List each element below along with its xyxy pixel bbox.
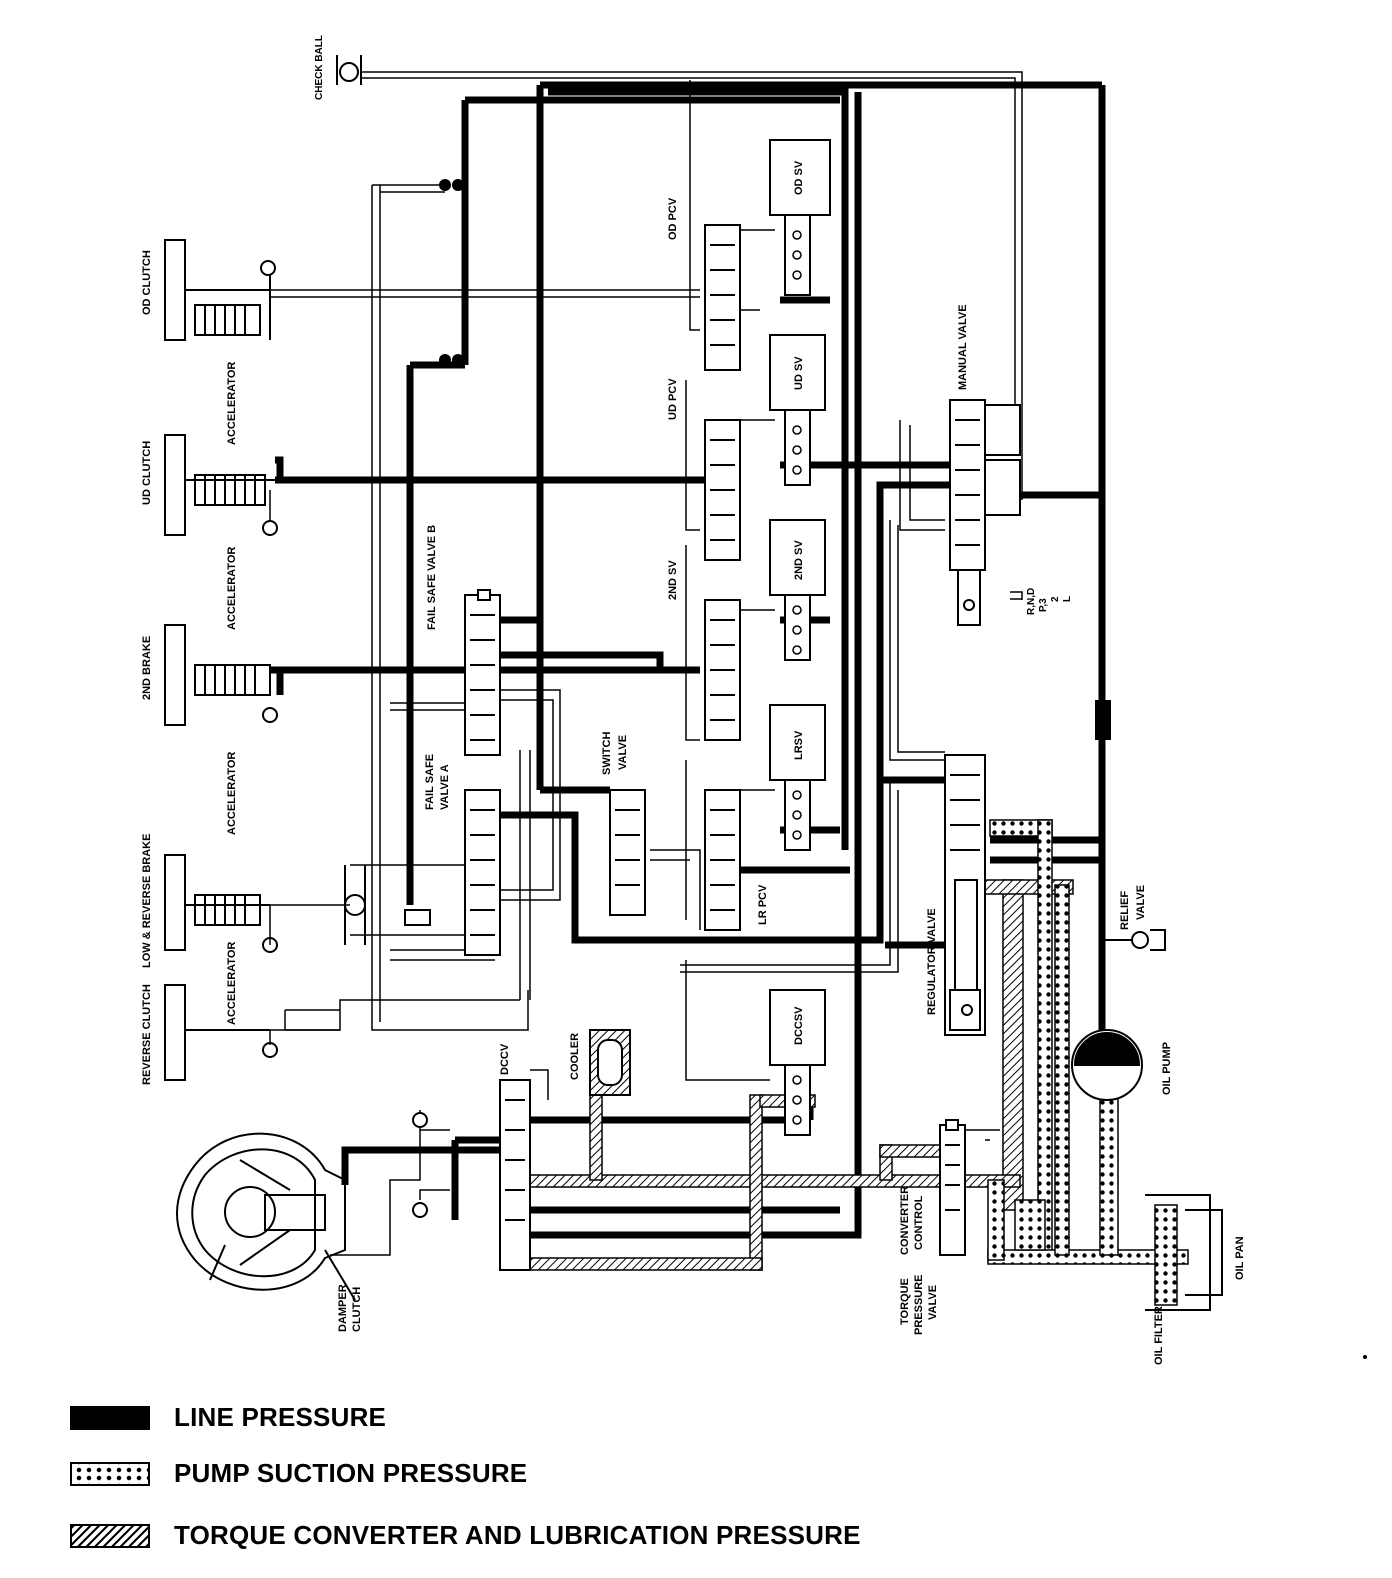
fail-safe-valve-a-label-2: VALVE A (439, 764, 451, 810)
accelerator-label-4: ACCELERATOR (226, 942, 238, 1025)
dccsv-label: DCCSV (793, 1006, 805, 1045)
damper-clutch-label-2: CLUTCH (351, 1287, 363, 1332)
accelerator-label-2: ACCELERATOR (226, 547, 238, 630)
signal-lines (269, 71, 1023, 1256)
clutch-packs (164, 239, 366, 1081)
accelerator-label-1: ACCELERATOR (226, 362, 238, 445)
spool-valves-left (404, 589, 646, 956)
torque-pressure-label-3: VALVE (927, 1285, 939, 1320)
manual-valve (949, 399, 1021, 626)
damper-clutch-label-1: DAMPER (337, 1284, 349, 1332)
solenoid-valves (769, 139, 831, 1136)
accelerator-label-3: ACCELERATOR (226, 752, 238, 835)
oil-pump (1071, 1029, 1143, 1101)
torque-pressure-label-1: TORQUE (899, 1278, 911, 1325)
manual-valve-label: MANUAL VALVE (957, 304, 969, 390)
converter-control-label-1: CONVERTER (899, 1186, 911, 1255)
speck (1363, 1355, 1367, 1359)
legend-label: TORQUE CONVERTER AND LUBRICATION PRESSUR… (174, 1520, 861, 1550)
legend-label: LINE PRESSURE (174, 1402, 387, 1432)
second-sv-side-label: 2ND SV (667, 560, 679, 600)
range-marks (1010, 591, 1023, 600)
inline-check-balls (439, 179, 464, 366)
torque-pressure-valve (939, 1119, 966, 1256)
reverse-clutch-label: REVERSE CLUTCH (141, 984, 153, 1085)
suction-lines (987, 819, 1189, 1306)
switch-valve-label-1: SWITCH (601, 732, 613, 775)
converter-control-label-2: CONTROL (913, 1195, 925, 1250)
second-brake-label: 2ND BRAKE (141, 636, 153, 700)
gauge-taps (412, 1112, 428, 1218)
ud-pcv-label: UD PCV (667, 378, 679, 420)
relief-valve (1102, 929, 1166, 951)
dccv (499, 1079, 531, 1271)
check-ball-label: CHECK BALL (314, 35, 325, 100)
od-pcv-label: OD PCV (667, 197, 679, 240)
line-pressure-filter (1095, 700, 1111, 740)
check-ball-icon (339, 62, 359, 82)
fail-safe-valve-b-label: FAIL SAFE VALVE B (426, 525, 438, 630)
ud-sv-label: UD SV (793, 356, 805, 390)
regulator-valve (944, 754, 986, 1036)
line-pressure-lines (270, 81, 1106, 1239)
low-reverse-brake-label: LOW & REVERSE BRAKE (141, 834, 153, 968)
solenoid-ports (792, 230, 802, 1125)
fail-safe-valve-a-label-1: FAIL SAFE (424, 754, 436, 810)
legend-pump-suction: PUMP SUCTION PRESSURE (70, 1458, 527, 1489)
range-2: 2 (1050, 596, 1061, 602)
range-rnd: R,N,D (1026, 588, 1037, 615)
lr-pcv-label: LR PCV (757, 884, 769, 925)
dccv-label: DCCV (499, 1043, 511, 1075)
range-l: L (1062, 596, 1073, 602)
oil-filter-label: OIL FILTER (1153, 1306, 1165, 1365)
torque-pressure-label-2: PRESSURE (913, 1274, 925, 1335)
oil-filter-pan (1145, 1194, 1223, 1311)
line-pressure-swatch (70, 1405, 150, 1430)
oil-pan-label: OIL PAN (1234, 1236, 1246, 1280)
od-sv-label: OD SV (793, 160, 805, 195)
ud-clutch-label: UD CLUTCH (141, 441, 153, 505)
pump-suction-swatch (70, 1461, 150, 1486)
oil-pump-label: OIL PUMP (1161, 1042, 1173, 1095)
legend-label: PUMP SUCTION PRESSURE (174, 1458, 528, 1488)
legend-lubrication: TORQUE CONVERTER AND LUBRICATION PRESSUR… (70, 1520, 861, 1551)
second-sv-label: 2ND SV (793, 540, 805, 580)
lubrication-swatch (70, 1523, 150, 1548)
cooler (589, 1029, 631, 1096)
legend-line-pressure: LINE PRESSURE (70, 1402, 386, 1433)
cooler-label: COOLER (569, 1033, 581, 1080)
lrsv-label: LRSV (793, 730, 805, 760)
torque-converter (176, 1132, 356, 1301)
relief-valve-label-2: VALVE (1135, 885, 1147, 920)
pcv-valves (704, 224, 741, 931)
switch-valve-label-2: VALVE (617, 735, 629, 770)
range-p3: P,3 (1038, 598, 1049, 612)
regulator-valve-label: REGULATOR VALVE (926, 908, 938, 1015)
check-ball-assembly (336, 55, 362, 85)
relief-valve-label-1: RELIEF (1119, 891, 1131, 930)
od-clutch-label: OD CLUTCH (141, 250, 153, 315)
